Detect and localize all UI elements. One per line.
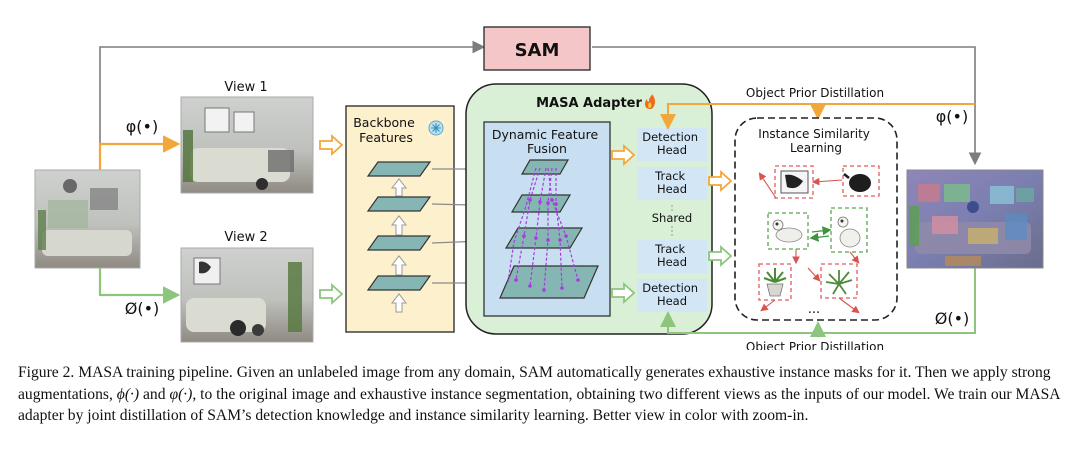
view-1: View 1 (180, 80, 314, 194)
instance-frame (774, 165, 814, 199)
caption-lead: Figure 2. MASA training pipeline. Given … (18, 364, 1051, 403)
up-arrow (390, 178, 408, 197)
instance-dog-1 (767, 212, 809, 250)
caption-tail: , to the original image and exhaustive i… (18, 385, 1060, 425)
object-prior-distillation-top: Object Prior Distillation φ(•) (660, 86, 975, 130)
phi-top-label: φ(•) (126, 117, 158, 136)
sam-box: SAM (483, 26, 591, 71)
view-1-label: View 1 (224, 80, 267, 95)
svg-text:Detection Head: Detection Head (642, 281, 702, 308)
input-image (34, 169, 141, 269)
svg-text:Detection Head: Detection Head (642, 130, 702, 157)
phi-right-top-label: φ(•) (936, 107, 968, 126)
masa-pipeline-diagram: SAM φ(•) Ø(•) View 1 View 2 (34, 26, 1044, 350)
phi-right-bottom-label: Ø(•) (935, 309, 970, 328)
view-to-backbone-arrows (319, 133, 344, 306)
backbone-features-box: Backbone Features (345, 105, 455, 333)
distill-top-label: Object Prior Distillation (746, 86, 884, 100)
ellipsis: ... (808, 302, 820, 317)
object-prior-distillation-bottom: Object Prior Distillation Ø(•) (660, 268, 976, 350)
caption-and: and (143, 385, 166, 403)
svg-text:Track Head: Track Head (654, 242, 689, 269)
deformable-sampling-lines (507, 167, 579, 291)
track-head-top: Track Head (637, 167, 707, 200)
track-to-similarity-arrows (708, 169, 733, 268)
fusion-layer (520, 159, 570, 175)
distill-bottom-label: Object Prior Distillation (746, 340, 884, 350)
fire-icon (645, 94, 656, 109)
backbone-layer (366, 235, 432, 251)
augmentation-branches: φ(•) Ø(•) (98, 117, 181, 318)
sam-output-image (906, 169, 1044, 269)
masa-adapter-box: MASA Adapter Dynamic Feature Fusion (465, 83, 713, 335)
sam-label: SAM (515, 40, 560, 61)
sam-routing-lines (99, 40, 982, 170)
shared-label: Shared (652, 211, 693, 225)
track-head-bottom: Track Head (637, 240, 707, 273)
up-arrow (390, 215, 408, 236)
up-arrow (390, 293, 408, 313)
backbone-layer (366, 275, 432, 291)
similarity-arrows (758, 172, 860, 314)
svg-text:Track Head: Track Head (654, 169, 689, 196)
caption-phi-1: ϕ(·) (116, 385, 140, 403)
view-2-label: View 2 (224, 230, 267, 245)
instance-kettle (842, 165, 880, 197)
up-arrow (390, 255, 408, 276)
figure-caption: Figure 2. MASA training pipeline. Given … (18, 362, 1063, 427)
snowflake-icon (428, 120, 444, 136)
view-2: View 2 (180, 230, 314, 343)
phi-bottom-label: Ø(•) (125, 299, 160, 318)
instance-dog-2 (830, 207, 868, 253)
caption-phi-2: φ(·) (169, 385, 193, 403)
sampling-points (514, 198, 580, 292)
detection-head-bottom: Detection Head (637, 279, 707, 312)
backbone-label: Backbone Features (353, 115, 419, 145)
backbone-layer (366, 161, 432, 177)
adapter-title: MASA Adapter (536, 96, 642, 111)
fusion-label: Dynamic Feature Fusion (492, 127, 602, 156)
fusion-to-det-top-arrow (611, 143, 636, 167)
fusion-to-det-bottom-arrow (611, 281, 636, 305)
instance-similarity-panel: Instance Similarity Learning (734, 117, 898, 321)
backbone-layer (366, 196, 432, 212)
fusion-layer (510, 194, 572, 213)
similarity-label: Instance Similarity Learning (758, 127, 873, 155)
detection-head-top: Detection Head (637, 128, 707, 161)
fusion-layer (499, 265, 599, 299)
